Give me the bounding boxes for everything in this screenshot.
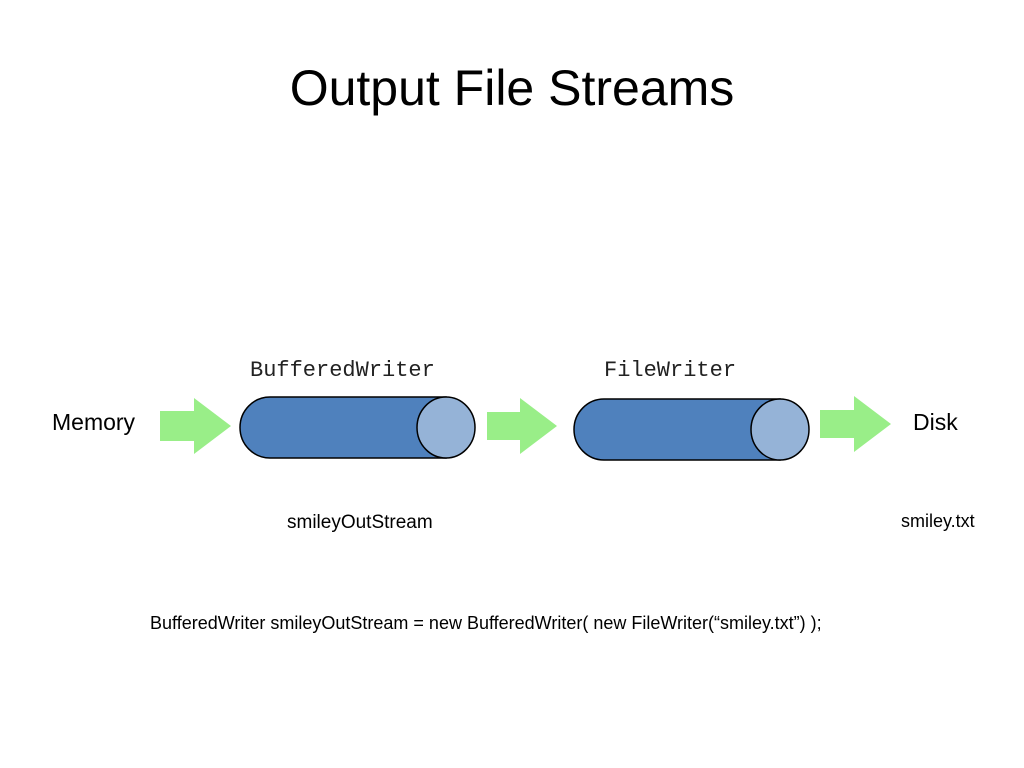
disk-label: Disk xyxy=(913,409,958,435)
right-arrow-icon xyxy=(160,398,231,454)
right-arrow-icon xyxy=(487,398,557,454)
code-line: BufferedWriter smileyOutStream = new Buf… xyxy=(150,613,822,633)
stream-variable-label: smileyOutStream xyxy=(287,512,433,533)
right-arrow-icon xyxy=(820,396,891,452)
file-writer-label: FileWriter xyxy=(604,358,737,383)
slide-title: Output File Streams xyxy=(289,60,735,116)
buffered-writer-cylinder-icon xyxy=(239,396,476,459)
file-writer-cylinder-icon xyxy=(573,398,810,461)
buffered-writer-label: BufferedWriter xyxy=(250,358,435,383)
file-name-label: smiley.txt xyxy=(901,511,975,531)
memory-label: Memory xyxy=(52,409,136,435)
